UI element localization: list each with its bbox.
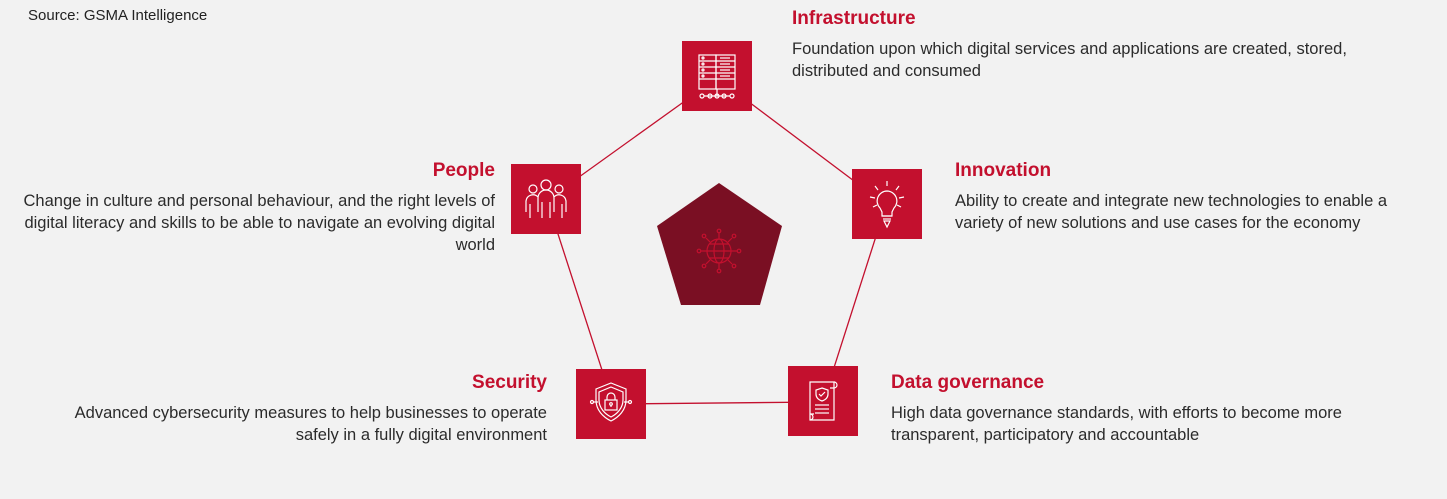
source-note: Source: GSMA Intelligence xyxy=(28,7,208,24)
pillar-title: Security xyxy=(472,372,547,393)
pillar-title: Data governance xyxy=(891,372,1045,393)
pillar-description: Change in culture and personal behaviour… xyxy=(23,192,495,254)
document-shield-icon xyxy=(809,381,838,421)
security-box xyxy=(576,369,646,439)
pillar-description: Foundation upon which digital services a… xyxy=(792,40,1347,80)
pillar-data-governance: Data governance High data governance sta… xyxy=(891,372,1426,446)
pillar-description: Advanced cybersecurity measures to help … xyxy=(74,404,547,444)
people-group-icon xyxy=(525,179,567,218)
pillar-security: Security Advanced cybersecurity measures… xyxy=(50,372,547,446)
data-governance-box xyxy=(788,366,858,436)
pillar-infrastructure: Infrastructure Foundation upon which dig… xyxy=(792,8,1352,82)
pillar-description: High data governance standards, with eff… xyxy=(891,404,1342,444)
pillar-innovation: Innovation Ability to create and integra… xyxy=(955,160,1430,234)
pillar-description: Ability to create and integrate new tech… xyxy=(955,192,1388,232)
pillar-title: People xyxy=(432,160,495,181)
globe-network-icon xyxy=(696,228,742,274)
pillar-title: Innovation xyxy=(955,160,1052,181)
server-rack-icon xyxy=(698,54,736,99)
infrastructure-box xyxy=(682,41,752,111)
innovation-box xyxy=(852,169,922,239)
pillar-title: Infrastructure xyxy=(792,8,916,29)
shield-lock-icon xyxy=(589,382,633,422)
pillar-people: People Change in culture and personal be… xyxy=(22,160,495,256)
lightbulb-icon xyxy=(869,181,905,229)
people-box xyxy=(511,164,581,234)
